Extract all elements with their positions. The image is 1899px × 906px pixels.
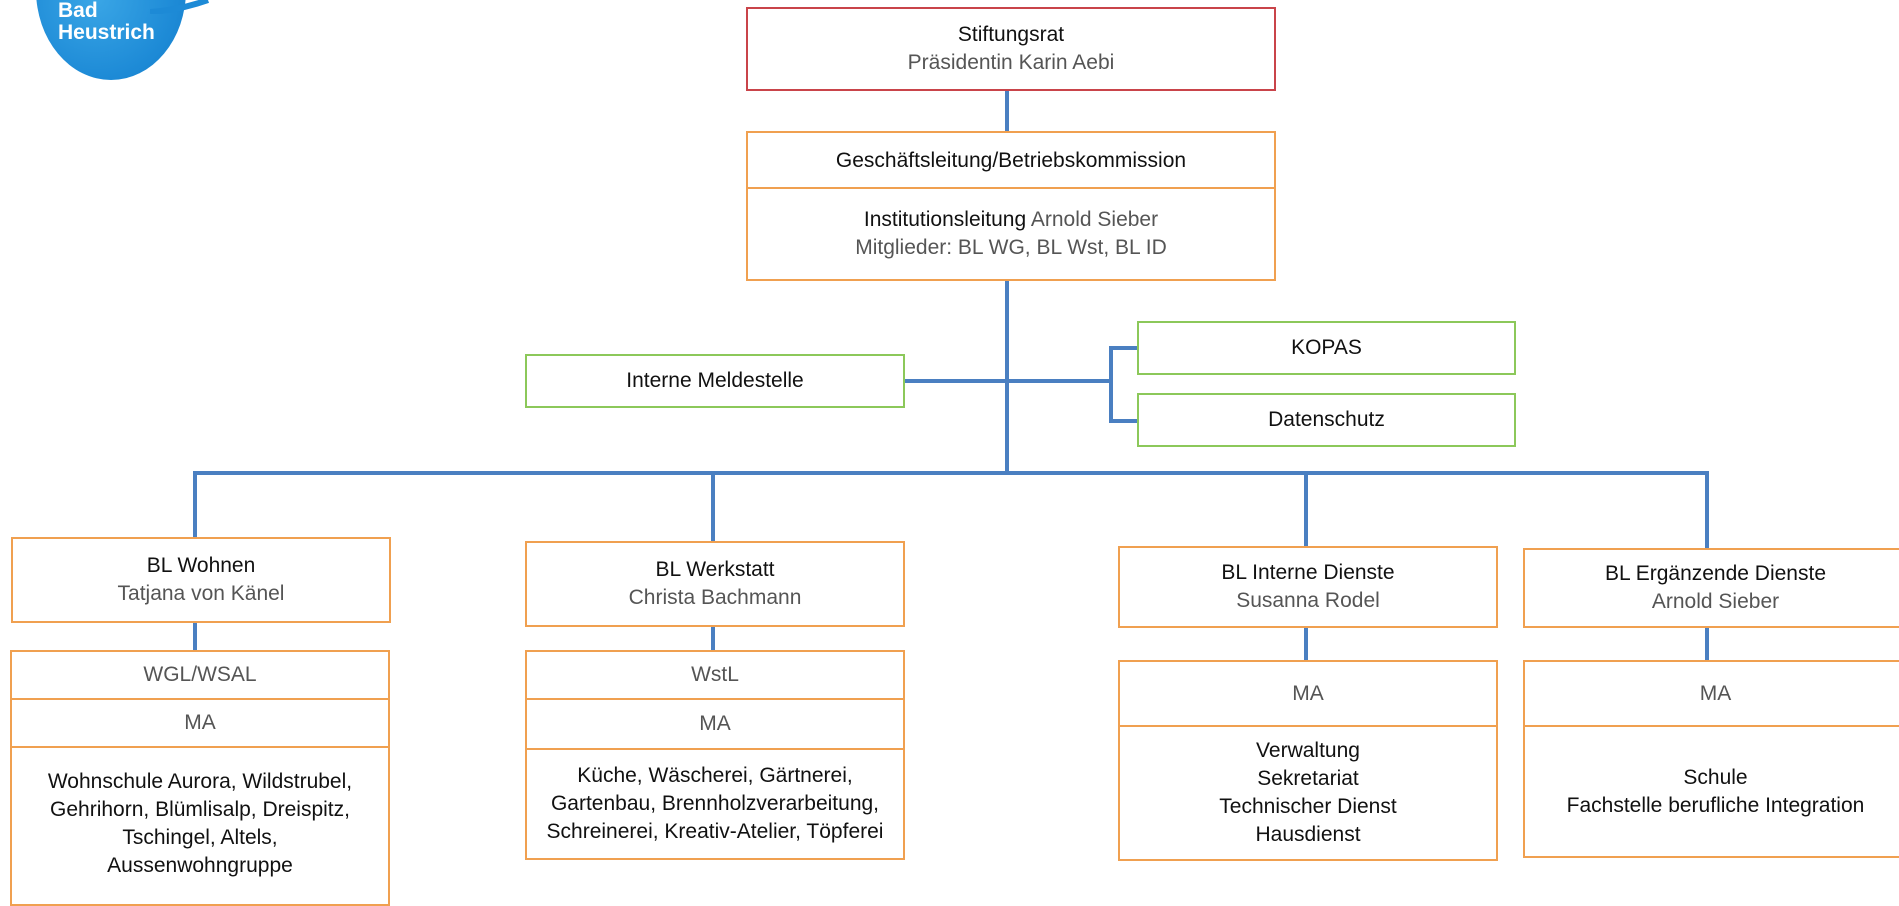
institutionsleitung-line: Institutionsleitung Arnold Sieber	[864, 206, 1158, 234]
bl-ergaenzende-dienste-name: Arnold Sieber	[1651, 590, 1780, 613]
ergaenzende-dienste-units-box: Schule Fachstelle berufliche Integration	[1523, 725, 1899, 858]
wohnen-units-box: Wohnschule Aurora, Wildstrubel, Gehrihor…	[10, 746, 390, 906]
stiftungsrat-box: Stiftungsrat Präsidentin Karin Aebi	[746, 7, 1276, 91]
ergaenzende-dienste-unit-line: Schule	[1683, 765, 1748, 789]
interne-meldestelle-label: Interne Meldestelle	[626, 369, 804, 392]
bl-interne-dienste-title: BL Interne Dienste	[1221, 561, 1395, 584]
interne-dienste-units-box: Verwaltung Sekretariat Technischer Diens…	[1118, 725, 1498, 861]
geschaeftsleitung-header-box: Geschäftsleitung/Betriebskommission	[746, 131, 1276, 190]
wohnen-lead-label: WGL/WSAL	[143, 663, 257, 686]
logo-text: Bad Heustrich	[58, 0, 155, 44]
bl-werkstatt-box: BL Werkstatt Christa Bachmann	[525, 541, 905, 627]
bl-wohnen-box: BL Wohnen Tatjana von Känel	[11, 537, 391, 623]
wohnen-ma-box: MA	[10, 698, 390, 748]
bl-werkstatt-title: BL Werkstatt	[655, 558, 775, 581]
werkstatt-ma-label: MA	[699, 712, 731, 735]
werkstatt-lead-box: WstL	[525, 650, 905, 700]
wohnen-unit-line: Aussenwohngruppe	[107, 854, 293, 877]
ergaenzende-dienste-ma-label: MA	[1699, 682, 1732, 705]
kopas-label: KOPAS	[1291, 336, 1362, 359]
stiftungsrat-president: Präsidentin Karin Aebi	[907, 51, 1115, 74]
interne-dienste-unit-line: Hausdienst	[1255, 823, 1361, 846]
kopas-box: KOPAS	[1137, 321, 1516, 375]
bl-wohnen-title: BL Wohnen	[146, 554, 256, 577]
bl-ergaenzende-dienste-box: BL Ergänzende Dienste Arnold Sieber	[1523, 548, 1899, 628]
interne-dienste-unit-line: Verwaltung	[1256, 739, 1360, 762]
logo-line-2: Heustrich	[58, 21, 155, 44]
werkstatt-lead-label: WstL	[691, 663, 739, 686]
wohnen-unit-line: Tschingel, Altels,	[122, 826, 278, 849]
interne-dienste-ma-box: MA	[1118, 660, 1498, 728]
institutionsleitung-name: Arnold Sieber	[1030, 208, 1159, 231]
interne-dienste-ma-label: MA	[1292, 682, 1324, 705]
bl-interne-dienste-box: BL Interne Dienste Susanna Rodel	[1118, 546, 1498, 628]
bl-ergaenzende-dienste-title: BL Ergänzende Dienste	[1604, 562, 1827, 585]
interne-dienste-unit-line: Sekretariat	[1257, 767, 1359, 790]
institutionsleitung-label: Institutionsleitung	[863, 208, 1027, 231]
werkstatt-ma-box: MA	[525, 698, 905, 750]
datenschutz-box: Datenschutz	[1137, 393, 1516, 447]
wohnen-lead-box: WGL/WSAL	[10, 650, 390, 700]
stiftungsrat-title: Stiftungsrat	[957, 23, 1065, 46]
interne-dienste-unit-line: Technischer Dienst	[1219, 795, 1397, 818]
geschaeftsleitung-title: Geschäftsleitung/Betriebskommission	[835, 148, 1187, 172]
logo-line-1: Bad	[58, 0, 98, 22]
logo-swoosh-icon	[150, 0, 210, 14]
werkstatt-unit-line: Schreinerei, Kreativ-Atelier, Töpferei	[546, 820, 884, 843]
datenschutz-label: Datenschutz	[1268, 408, 1385, 431]
werkstatt-unit-line: Gartenbau, Brennholzverarbeitung,	[550, 792, 880, 815]
institutionsleitung-box: Institutionsleitung Arnold Sieber Mitgli…	[746, 187, 1276, 281]
wohnen-ma-label: MA	[184, 711, 216, 734]
bl-werkstatt-name: Christa Bachmann	[628, 586, 802, 609]
geschaeftsleitung-members: Mitglieder: BL WG, BL Wst, BL ID	[855, 236, 1167, 259]
ergaenzende-dienste-ma-box: MA	[1523, 660, 1899, 728]
bad-heustrich-logo: Bad Heustrich	[36, 0, 186, 80]
bl-wohnen-name: Tatjana von Känel	[117, 582, 285, 605]
bl-interne-dienste-name: Susanna Rodel	[1236, 589, 1380, 612]
interne-meldestelle-box: Interne Meldestelle	[525, 354, 905, 408]
werkstatt-unit-line: Küche, Wäscherei, Gärtnerei,	[577, 764, 853, 787]
werkstatt-units-box: Küche, Wäscherei, Gärtnerei, Gartenbau, …	[525, 748, 905, 860]
wohnen-unit-line: Gehrihorn, Blümlisalp, Dreispitz,	[50, 798, 350, 821]
wohnen-unit-line: Wohnschule Aurora, Wildstrubel,	[47, 770, 353, 793]
ergaenzende-dienste-unit-line: Fachstelle berufliche Integration	[1566, 793, 1865, 817]
